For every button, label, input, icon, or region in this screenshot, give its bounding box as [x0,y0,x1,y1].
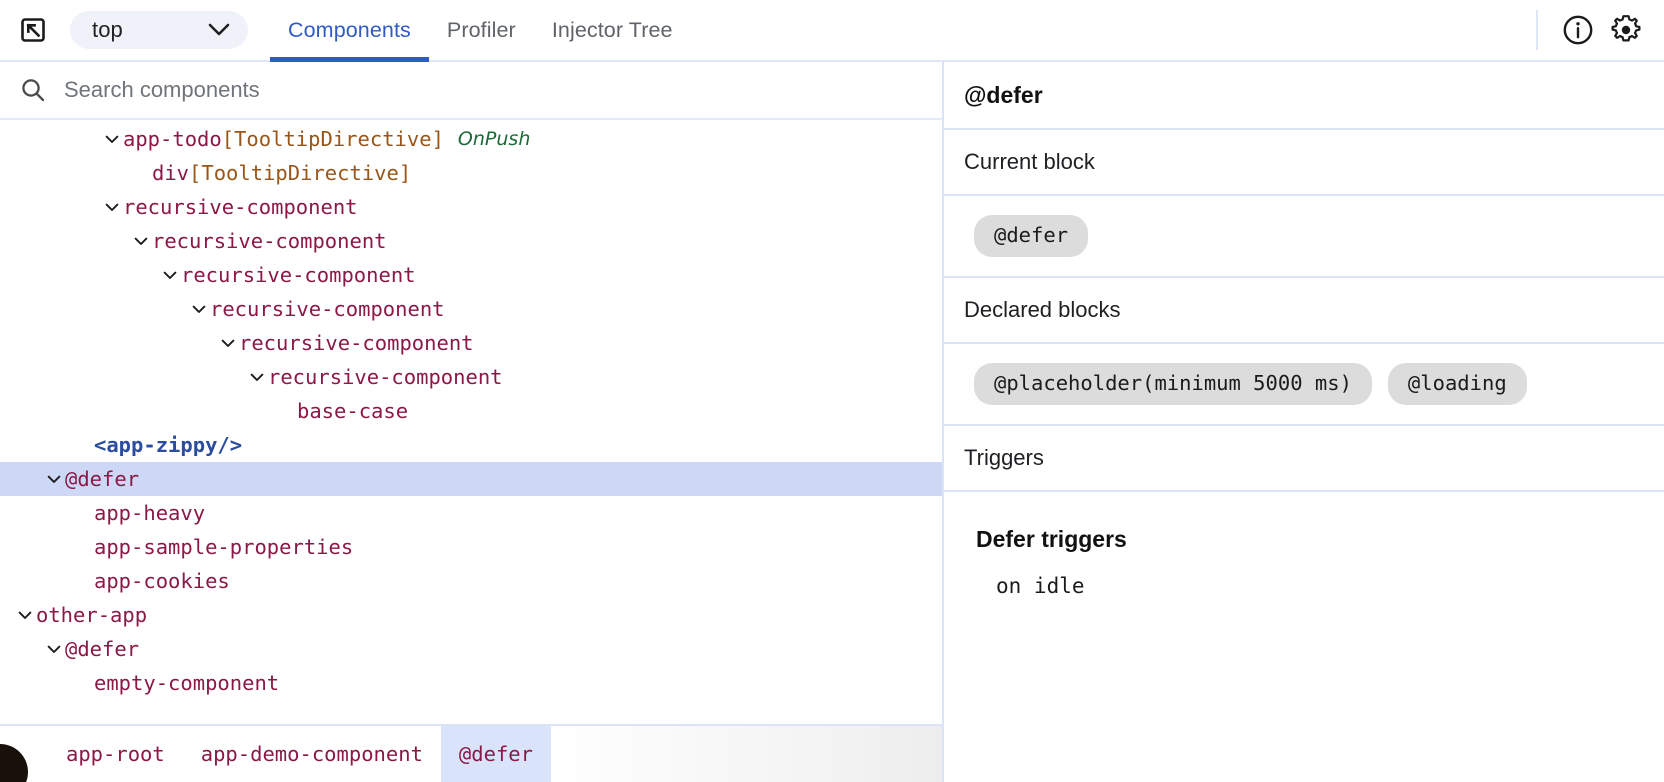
tree-row[interactable]: recursive-component [0,258,942,292]
breadcrumb: app-root app-demo-component @defer [0,724,942,782]
chevron-down-icon[interactable] [45,645,63,654]
chevron-down-icon[interactable] [103,135,121,144]
tree-row[interactable]: app-heavy [0,496,942,530]
defer-trigger-item: on idle [996,574,1085,598]
tree-node-change-detection-flag: OnPush [457,128,531,150]
tree-node-name: recursive-component [268,365,503,389]
info-circle-icon[interactable] [1554,6,1602,54]
chevron-down-icon[interactable] [132,237,150,246]
tree-row[interactable]: recursive-component [0,224,942,258]
component-tree-pane: app-todo[TooltipDirective]OnPushdiv[Tool… [0,62,942,782]
chevron-down-icon [208,23,230,37]
declared-blocks-label: Declared blocks [944,278,1664,344]
tree-row[interactable]: empty-component [0,666,942,700]
tree-row[interactable]: base-case [0,394,942,428]
breadcrumb-item[interactable]: app-demo-component [200,742,423,766]
tree-node-name: app-heavy [94,501,206,525]
tree-node-name: <app-zippy/> [94,433,243,457]
tree-node-name: base-case [297,399,409,423]
gear-icon[interactable] [1602,6,1650,54]
tree-node-name: @defer [65,467,140,491]
breadcrumb-fade [542,726,942,782]
chevron-down-icon[interactable] [16,611,34,620]
search-icon [18,75,48,105]
search-input[interactable] [64,77,926,103]
breadcrumb-item[interactable]: app-root [66,742,165,766]
tree-row[interactable]: recursive-component [0,292,942,326]
chevron-down-icon[interactable] [248,373,266,382]
tree-node-name: recursive-component [210,297,445,321]
tree-row[interactable]: other-app [0,598,942,632]
tree-row[interactable]: <app-zippy/> [0,428,942,462]
declared-block-chip: @loading [1387,363,1527,405]
tree-node-name: empty-component [94,671,280,695]
tree-node-name: recursive-component [123,195,358,219]
corner-overlay [0,744,28,782]
tab-bar: Components Profiler Injector Tree [270,0,691,62]
defer-details-pane: @defer Current block @defer Declared blo… [944,62,1664,782]
tree-node-name: recursive-component [181,263,416,287]
chevron-down-icon[interactable] [190,305,208,314]
tree-node-name: recursive-component [239,331,474,355]
tree-row[interactable]: div[TooltipDirective] [0,156,942,190]
frame-selector[interactable]: top [70,11,248,49]
defer-trigger-list: on idle [976,571,1644,603]
triggers-label: Triggers [944,426,1664,492]
toolbar-divider [1536,10,1538,50]
tree-row[interactable]: @defer [0,632,942,666]
tree-node-directive: [TooltipDirective] [189,161,412,185]
search-bar [0,62,942,120]
tree-row[interactable]: app-todo[TooltipDirective] OnPush [0,122,942,156]
main-toolbar: top Components Profiler Injector Tree [0,0,1664,62]
tree-node-name: div [152,161,190,185]
defer-triggers-heading: Defer triggers [976,526,1127,552]
chevron-down-icon[interactable] [103,203,121,212]
tree-node-name: other-app [36,603,148,627]
current-block-chip: @defer [974,215,1089,257]
tab-injector-tree[interactable]: Injector Tree [534,0,691,60]
pane-splitter[interactable] [942,62,944,782]
tree-node-name: @defer [65,637,140,661]
tree-row[interactable]: app-cookies [0,564,942,598]
tab-components[interactable]: Components [270,0,429,62]
tab-profiler[interactable]: Profiler [429,0,534,60]
tab-components-label: Components [288,17,411,42]
declared-block-chips: @placeholder(minimum 5000 ms) @loading [944,344,1664,426]
current-block-label: Current block [944,130,1664,196]
tab-injector-tree-label: Injector Tree [551,17,673,42]
tree-row[interactable]: app-sample-properties [0,530,942,564]
tree-row[interactable]: @defer [0,462,942,496]
tree-node-name: recursive-component [152,229,387,253]
defer-triggers-section: Defer triggers on idle [944,492,1664,782]
declared-block-chip: @placeholder(minimum 5000 ms) [974,363,1372,405]
tree-row[interactable]: recursive-component [0,326,942,360]
inspect-element-icon[interactable] [16,13,50,47]
breadcrumb-item[interactable]: @defer [440,726,551,782]
tree-node-directive: [TooltipDirective] [221,127,444,151]
chevron-down-icon[interactable] [45,475,63,484]
details-title: @defer [944,62,1664,130]
chevron-down-icon[interactable] [219,339,237,348]
tree-node-name: app-cookies [94,569,230,593]
tab-profiler-label: Profiler [446,17,516,42]
tree-row[interactable]: recursive-component [0,190,942,224]
frame-selector-value: top [92,17,123,42]
tree-row[interactable]: recursive-component [0,360,942,394]
main-body: app-todo[TooltipDirective]OnPushdiv[Tool… [0,62,1664,782]
current-block-chips: @defer [944,196,1664,278]
tree-node-name: app-sample-properties [94,535,354,559]
tree-node-name: app-todo [123,127,222,151]
chevron-down-icon[interactable] [161,271,179,280]
